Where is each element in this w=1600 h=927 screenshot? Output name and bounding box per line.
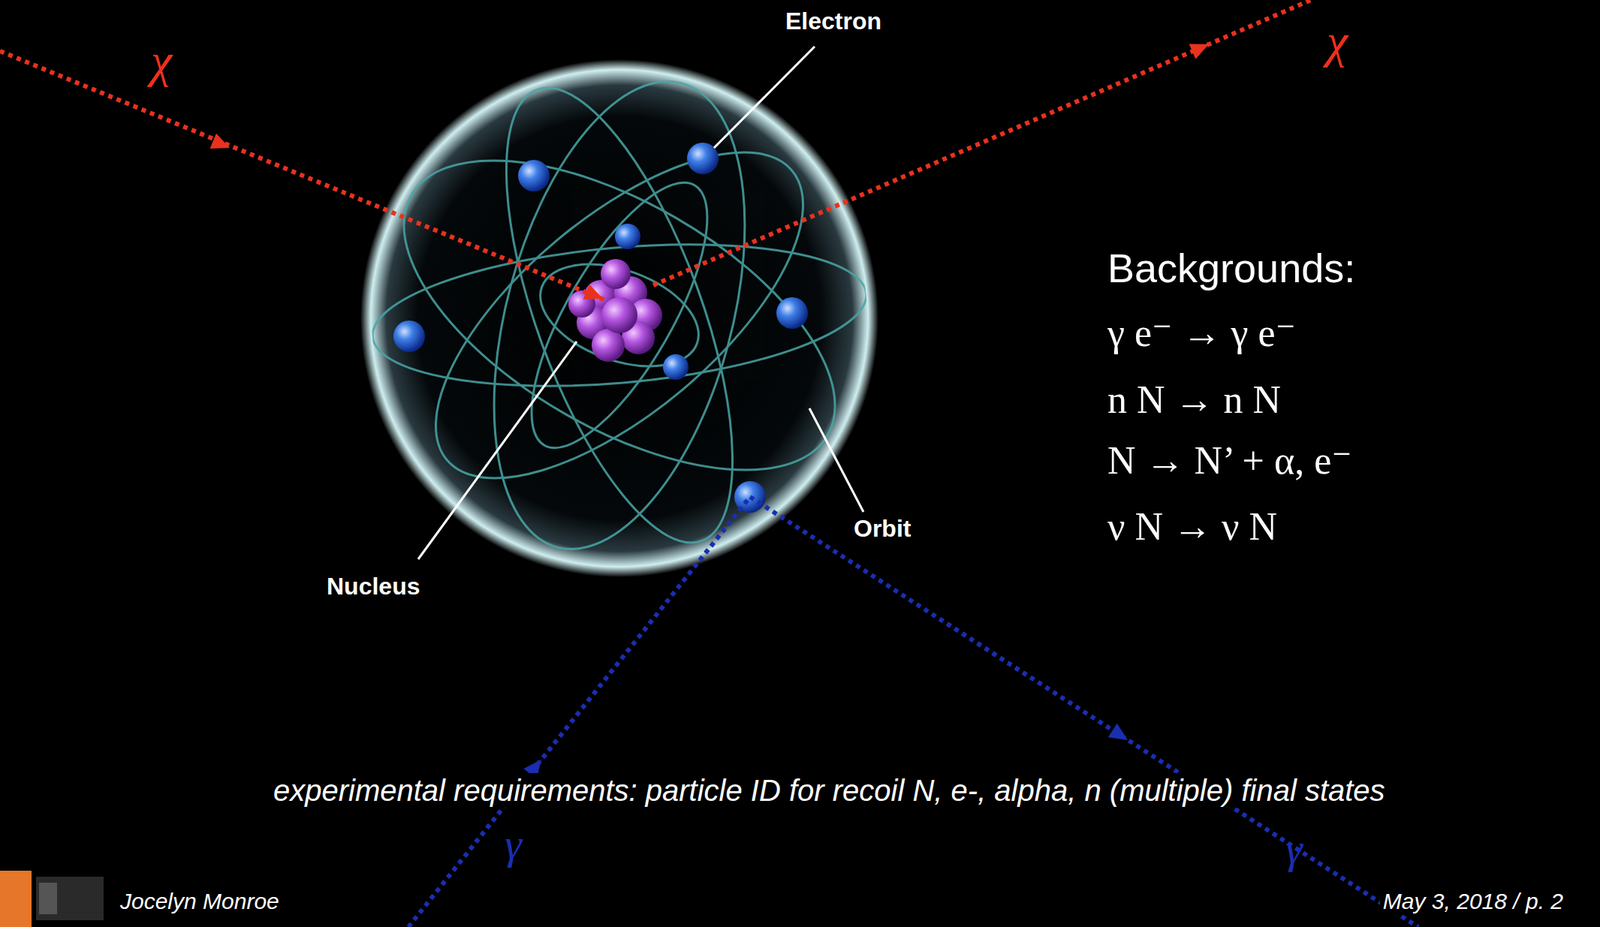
atom-sphere xyxy=(360,59,879,578)
particle-symbol: γ xyxy=(504,819,522,871)
university-logo xyxy=(0,870,104,927)
particle-symbol: χ xyxy=(150,33,172,89)
author-name: Jocelyn Monroe xyxy=(117,888,283,916)
electrons xyxy=(393,142,808,513)
reaction-line: n N → n N xyxy=(1107,377,1281,423)
part-label: Orbit xyxy=(853,515,911,543)
photon-track xyxy=(408,497,1419,927)
date-page: May 3, 2018 / p. 2 xyxy=(1380,888,1567,916)
orbits xyxy=(355,54,884,577)
reaction-line: N → N’ + α, e⁻ xyxy=(1107,438,1353,484)
list-heading: Backgrounds: xyxy=(1107,244,1356,292)
dark-matter-arrowheads xyxy=(210,36,1213,307)
particle-symbol: γ xyxy=(1285,824,1303,875)
part-label: Nucleus xyxy=(326,572,420,601)
reaction-line: ν N → ν N xyxy=(1107,504,1278,550)
nucleus-cluster xyxy=(568,259,663,362)
reaction-line: γ e⁻ → γ e⁻ xyxy=(1107,310,1296,356)
photon-arrowheads xyxy=(523,723,1133,780)
particle-symbol: χ xyxy=(1326,13,1348,70)
leader-lines xyxy=(418,46,864,560)
part-label: Electron xyxy=(785,7,882,36)
caption: experimental requirements: particle ID f… xyxy=(270,773,1389,808)
